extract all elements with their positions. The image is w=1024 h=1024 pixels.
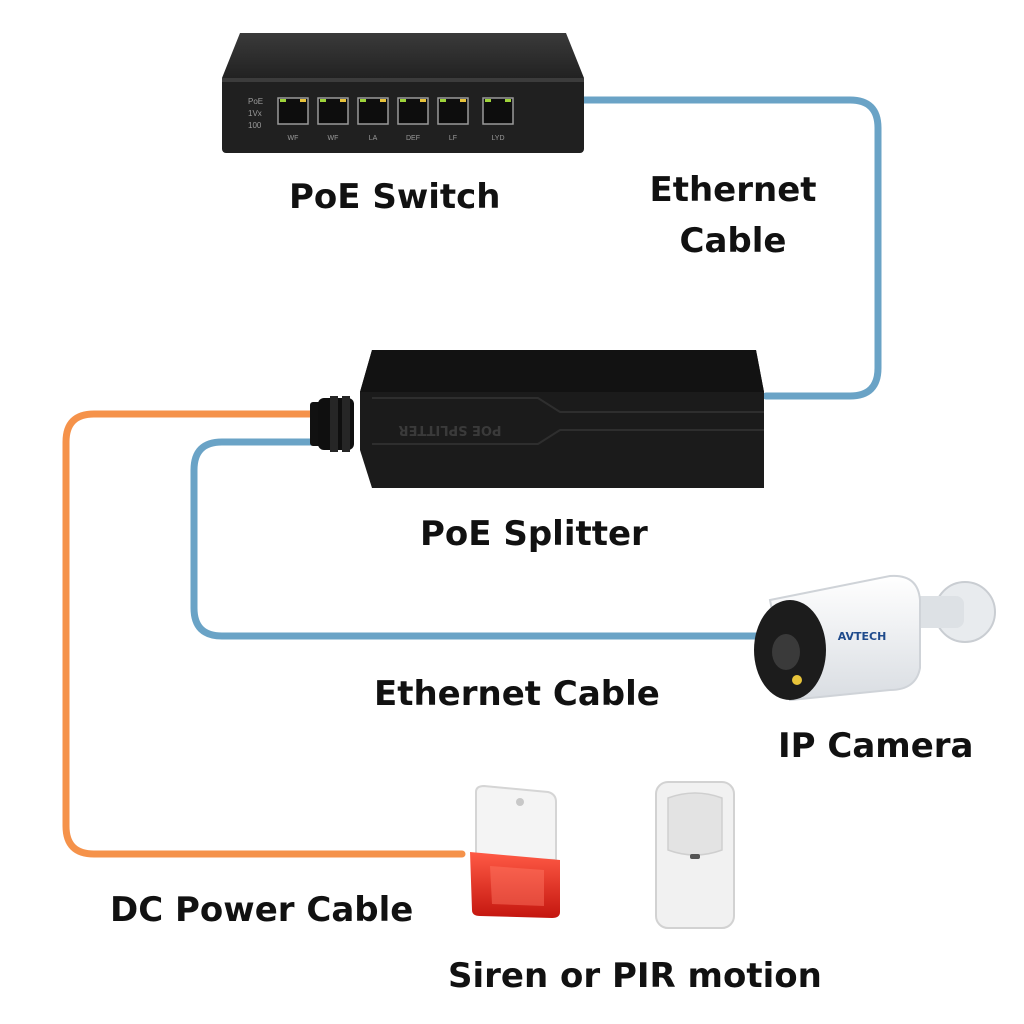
svg-text:LA: LA [369,135,378,142]
dc-power-cable [62,410,466,858]
ip-camera-image: AVTECH [754,574,996,702]
svg-text:WF: WF [288,135,299,142]
poe-switch-label: PoE Switch [289,177,501,217]
svg-text:POE SPLITTER: POE SPLITTER [399,422,502,437]
pir-motion-sensor-image [655,781,735,929]
ethernet-cable-top-label-line1: Ethernet [649,170,817,210]
siren-image [470,784,560,918]
poe-splitter-image: POE SPLITTER [310,350,764,488]
ethernet-cable-top-label-line2: Cable [679,221,787,261]
dc-power-cable-label: DC Power Cable [110,890,414,930]
ethernet-cable-switch-to-splitter [511,96,882,400]
svg-text:DEF: DEF [406,135,420,142]
poe-splitter-label: PoE Splitter [420,514,648,554]
svg-text:PoE: PoE [248,97,263,106]
svg-text:WF: WF [328,135,339,142]
ethernet-cable-splitter-to-camera [190,438,764,640]
ethernet-cable-top-label: Ethernet Cable [636,165,830,267]
svg-text:AVTECH: AVTECH [838,630,887,643]
ip-camera-label: IP Camera [778,726,974,766]
svg-text:LF: LF [449,135,457,142]
poe-switch-image: PoE 1Vx 100 WF WF LA DEF LF LYD [222,33,584,153]
ethernet-cable-bottom-label: Ethernet Cable [374,674,660,714]
svg-text:LYD: LYD [491,135,504,142]
siren-or-pir-label: Siren or PIR motion [448,956,822,996]
svg-text:100: 100 [248,121,262,130]
svg-text:1Vx: 1Vx [248,109,262,118]
